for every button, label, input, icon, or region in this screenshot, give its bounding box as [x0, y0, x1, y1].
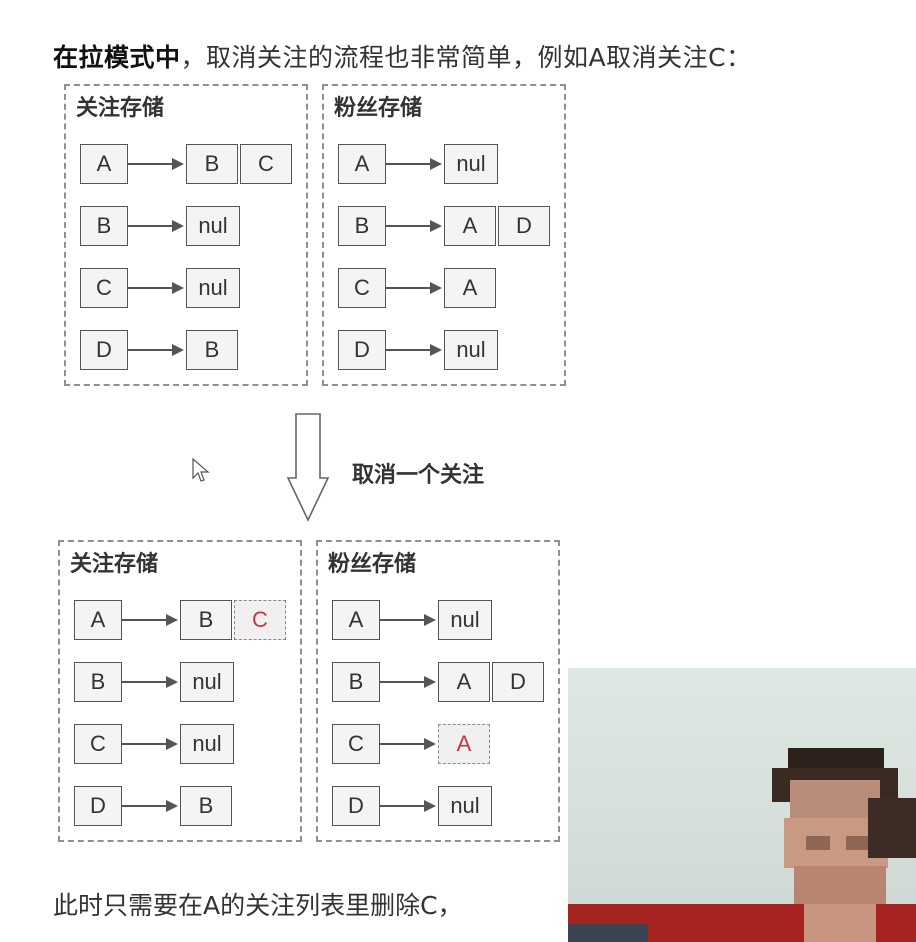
transition-label: 取消一个关注 — [352, 463, 485, 488]
panel-title: 粉丝存储 — [328, 552, 417, 577]
mouse-cursor-icon — [192, 458, 210, 482]
row-key-cell: C — [332, 724, 380, 764]
right-arrow-icon — [122, 800, 178, 812]
right-arrow-icon — [386, 344, 442, 356]
row-value-cell: A — [444, 206, 496, 246]
row-value-cell: nul — [444, 144, 498, 184]
right-arrow-icon — [386, 158, 442, 170]
right-arrow-icon — [380, 800, 436, 812]
row-value-cell: A — [444, 268, 496, 308]
row-value-cell: B — [180, 600, 232, 640]
removed-value-cell: C — [234, 600, 286, 640]
panel-title: 关注存储 — [70, 552, 159, 577]
row-key-cell: B — [332, 662, 380, 702]
webcam-overlay — [568, 668, 916, 942]
row-key-cell: A — [74, 600, 122, 640]
row-value-cell: nul — [186, 206, 240, 246]
row-key-cell: B — [80, 206, 128, 246]
right-arrow-icon — [128, 282, 184, 294]
row-value-cell: nul — [438, 786, 492, 826]
intro-heading: 在拉模式中，取消关注的流程也非常简单，例如A取消关注C： — [53, 38, 752, 74]
panel-title: 粉丝存储 — [334, 96, 423, 121]
down-arrow-icon — [286, 413, 330, 522]
row-value-cell: nul — [180, 662, 234, 702]
footer-text: 此时只需要在A的关注列表里删除C， — [53, 891, 463, 920]
row-value-cell: nul — [186, 268, 240, 308]
row-value-cell: nul — [180, 724, 234, 764]
row-value-cell: B — [180, 786, 232, 826]
right-arrow-icon — [122, 738, 178, 750]
right-arrow-icon — [386, 282, 442, 294]
row-value-cell: C — [240, 144, 292, 184]
row-key-cell: C — [80, 268, 128, 308]
intro-heading-rest: ，取消关注的流程也非常简单，例如A取消关注C： — [180, 43, 752, 72]
row-value-cell: D — [498, 206, 550, 246]
row-key-cell: C — [74, 724, 122, 764]
row-key-cell: B — [74, 662, 122, 702]
panel-title: 关注存储 — [76, 96, 165, 121]
right-arrow-icon — [122, 614, 178, 626]
row-key-cell: A — [338, 144, 386, 184]
row-key-cell: C — [338, 268, 386, 308]
right-arrow-icon — [380, 738, 436, 750]
row-value-cell: B — [186, 144, 238, 184]
row-value-cell: D — [492, 662, 544, 702]
row-value-cell: nul — [438, 600, 492, 640]
right-arrow-icon — [128, 344, 184, 356]
row-value-cell: nul — [444, 330, 498, 370]
right-arrow-icon — [386, 220, 442, 232]
row-key-cell: B — [338, 206, 386, 246]
row-key-cell: D — [332, 786, 380, 826]
row-key-cell: D — [338, 330, 386, 370]
right-arrow-icon — [380, 614, 436, 626]
row-value-cell: A — [438, 662, 490, 702]
removed-value-cell: A — [438, 724, 490, 764]
row-value-cell: B — [186, 330, 238, 370]
row-key-cell: D — [80, 330, 128, 370]
row-key-cell: D — [74, 786, 122, 826]
right-arrow-icon — [128, 158, 184, 170]
row-key-cell: A — [80, 144, 128, 184]
row-key-cell: A — [332, 600, 380, 640]
intro-heading-bold: 在拉模式中 — [53, 43, 181, 72]
right-arrow-icon — [122, 676, 178, 688]
right-arrow-icon — [128, 220, 184, 232]
right-arrow-icon — [380, 676, 436, 688]
